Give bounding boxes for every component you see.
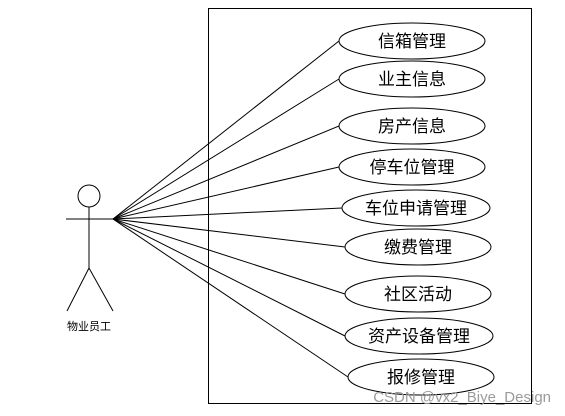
association-lines (112, 40, 349, 378)
use-case-ellipse (338, 148, 486, 186)
association-line (112, 125, 340, 220)
actor-left-leg (66, 267, 90, 312)
association-line (112, 207, 343, 220)
association-line (112, 218, 349, 378)
association-line (112, 166, 340, 220)
use-case-ellipse (347, 358, 495, 396)
use-case-label: 社区活动 (384, 285, 452, 305)
actor: 物业员工 (66, 184, 114, 333)
use-case-list: 信箱管理业主信息房产信息停车位管理车位申请管理缴费管理社区活动资产设备管理报修管… (338, 22, 495, 396)
use-case-ellipse (338, 107, 486, 145)
association-line (112, 218, 346, 248)
association-line (112, 218, 346, 295)
watermark: CSDN @vx2_Biye_Design (373, 389, 551, 406)
use-case: 信箱管理 (338, 22, 486, 60)
use-case: 车位申请管理 (341, 189, 491, 227)
use-case-label: 报修管理 (387, 368, 455, 388)
use-case-ellipse (338, 60, 486, 98)
use-case: 社区活动 (344, 275, 492, 313)
use-case-label: 车位申请管理 (365, 199, 467, 219)
actor-head (77, 184, 101, 208)
use-case-ellipse (341, 189, 491, 227)
association-line (112, 78, 340, 220)
use-case-ellipse (344, 228, 492, 266)
use-case: 资产设备管理 (344, 317, 494, 355)
use-case-ellipse (344, 317, 494, 355)
system-boundary (208, 8, 532, 404)
use-case-label: 房产信息 (378, 117, 446, 137)
use-case: 停车位管理 (338, 148, 486, 186)
use-case-ellipse (338, 22, 486, 60)
association-line (112, 40, 340, 220)
use-case-label: 资产设备管理 (368, 327, 470, 347)
use-case: 房产信息 (338, 107, 486, 145)
use-case: 缴费管理 (344, 228, 492, 266)
use-case-label: 停车位管理 (370, 158, 455, 178)
use-case-label: 缴费管理 (384, 238, 452, 258)
use-case-label: 业主信息 (378, 70, 446, 90)
use-case-ellipse (344, 275, 492, 313)
actor-right-leg (88, 267, 114, 312)
association-line (112, 218, 346, 337)
actor-label: 物业员工 (67, 319, 111, 333)
use-case-label: 信箱管理 (378, 32, 446, 52)
use-case: 报修管理 (347, 358, 495, 396)
use-case: 业主信息 (338, 60, 486, 98)
